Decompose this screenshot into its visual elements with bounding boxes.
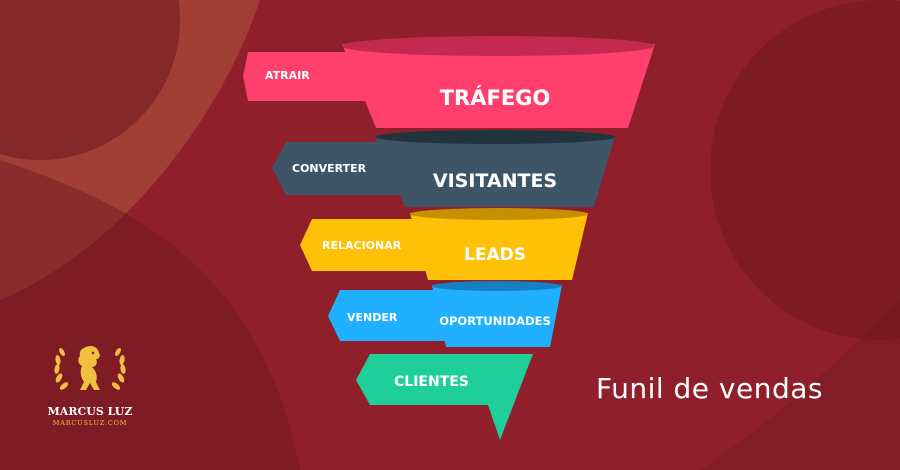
stage-action-label: VENDER (347, 311, 398, 324)
stage-action-ribbon (300, 219, 450, 271)
stage-action-label: CLIENTES (394, 374, 469, 390)
stage-name-label: OPORTUNIDADES (439, 314, 551, 328)
background-shape-bottom-right (700, 300, 900, 470)
funnel-stage-5[interactable]: CLIENTES (356, 354, 533, 440)
stage-funnel-segment (410, 213, 588, 280)
stage-funnel-segment (432, 285, 562, 347)
background-shape-bottom-left (0, 160, 300, 470)
funnel-stage-3[interactable]: RELACIONAR LEADS (300, 208, 588, 280)
stage-name-label: TRÁFEGO (440, 85, 551, 110)
sales-funnel: ATRAIR TRÁFEGO CONVERTER VISITANTES RELACION… (243, 36, 655, 440)
logo-name: MARCUS LUZ (47, 405, 133, 418)
lion-laurel-icon (54, 345, 126, 390)
stage-segment-rim (342, 36, 654, 56)
stage-action-label: ATRAIR (265, 69, 310, 82)
funnel-stage-1[interactable]: ATRAIR TRÁFEGO (243, 36, 655, 128)
stage-funnel-segment (375, 136, 615, 207)
stage-segment-rim (410, 208, 588, 220)
stage-action-ribbon (356, 354, 533, 440)
page-title: Funil de vendas (596, 372, 823, 405)
funnel-stage-4[interactable]: VENDER OPORTUNIDADES (328, 281, 562, 347)
funnel-stage-2[interactable]: CONVERTER VISITANTES (272, 130, 615, 207)
logo-website: MARCUSLUZ.COM (52, 419, 128, 427)
brand-logo[interactable]: MARCUS LUZ MARCUSLUZ.COM (44, 340, 136, 427)
stage-action-label: CONVERTER (292, 162, 367, 175)
stage-segment-rim (432, 281, 562, 291)
stage-action-ribbon (328, 290, 470, 341)
background-circle-right (710, 0, 900, 340)
stage-segment-rim (375, 130, 615, 144)
stage-name-label: LEADS (464, 245, 526, 265)
stage-action-label: RELACIONAR (322, 239, 402, 252)
stage-name-label: VISITANTES (433, 170, 557, 192)
background-circle-top-left (0, 0, 180, 160)
stage-funnel-segment (342, 44, 655, 128)
